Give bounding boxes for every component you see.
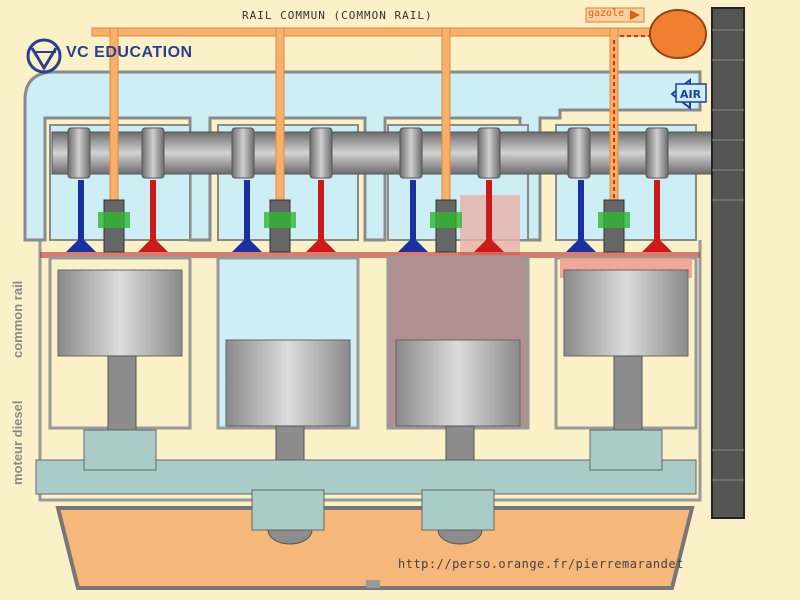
oil-pan-plug	[366, 580, 380, 588]
side-text-engine: moteur diesel	[10, 400, 25, 485]
fuel-label: gazole	[588, 8, 625, 19]
source-url[interactable]: http://perso.orange.fr/pierremarandet	[398, 557, 684, 571]
air-label: AIR	[680, 88, 702, 101]
brand-name: VC EDUCATION	[66, 44, 193, 61]
crankshaft	[35, 429, 697, 531]
rail-label: RAIL COMMUN (COMMON RAIL)	[242, 9, 433, 22]
oil-pan	[55, 506, 695, 590]
engine-block	[38, 240, 702, 502]
head-gasket	[40, 252, 700, 258]
high-pressure-pump	[649, 9, 707, 59]
vc-education-logo-icon	[26, 38, 62, 74]
pistons	[57, 269, 689, 427]
timing-belt	[711, 7, 745, 519]
timing-belt-teeth	[712, 29, 744, 481]
fuel-arrow	[630, 10, 640, 20]
intake-valves	[66, 180, 596, 252]
cam-lobes	[67, 127, 669, 179]
injectors	[98, 199, 630, 253]
exhaust-valves	[138, 180, 672, 252]
fuel-inlet-box	[585, 7, 645, 23]
air-label-box	[675, 83, 707, 103]
side-text-rail: common rail	[10, 280, 25, 358]
